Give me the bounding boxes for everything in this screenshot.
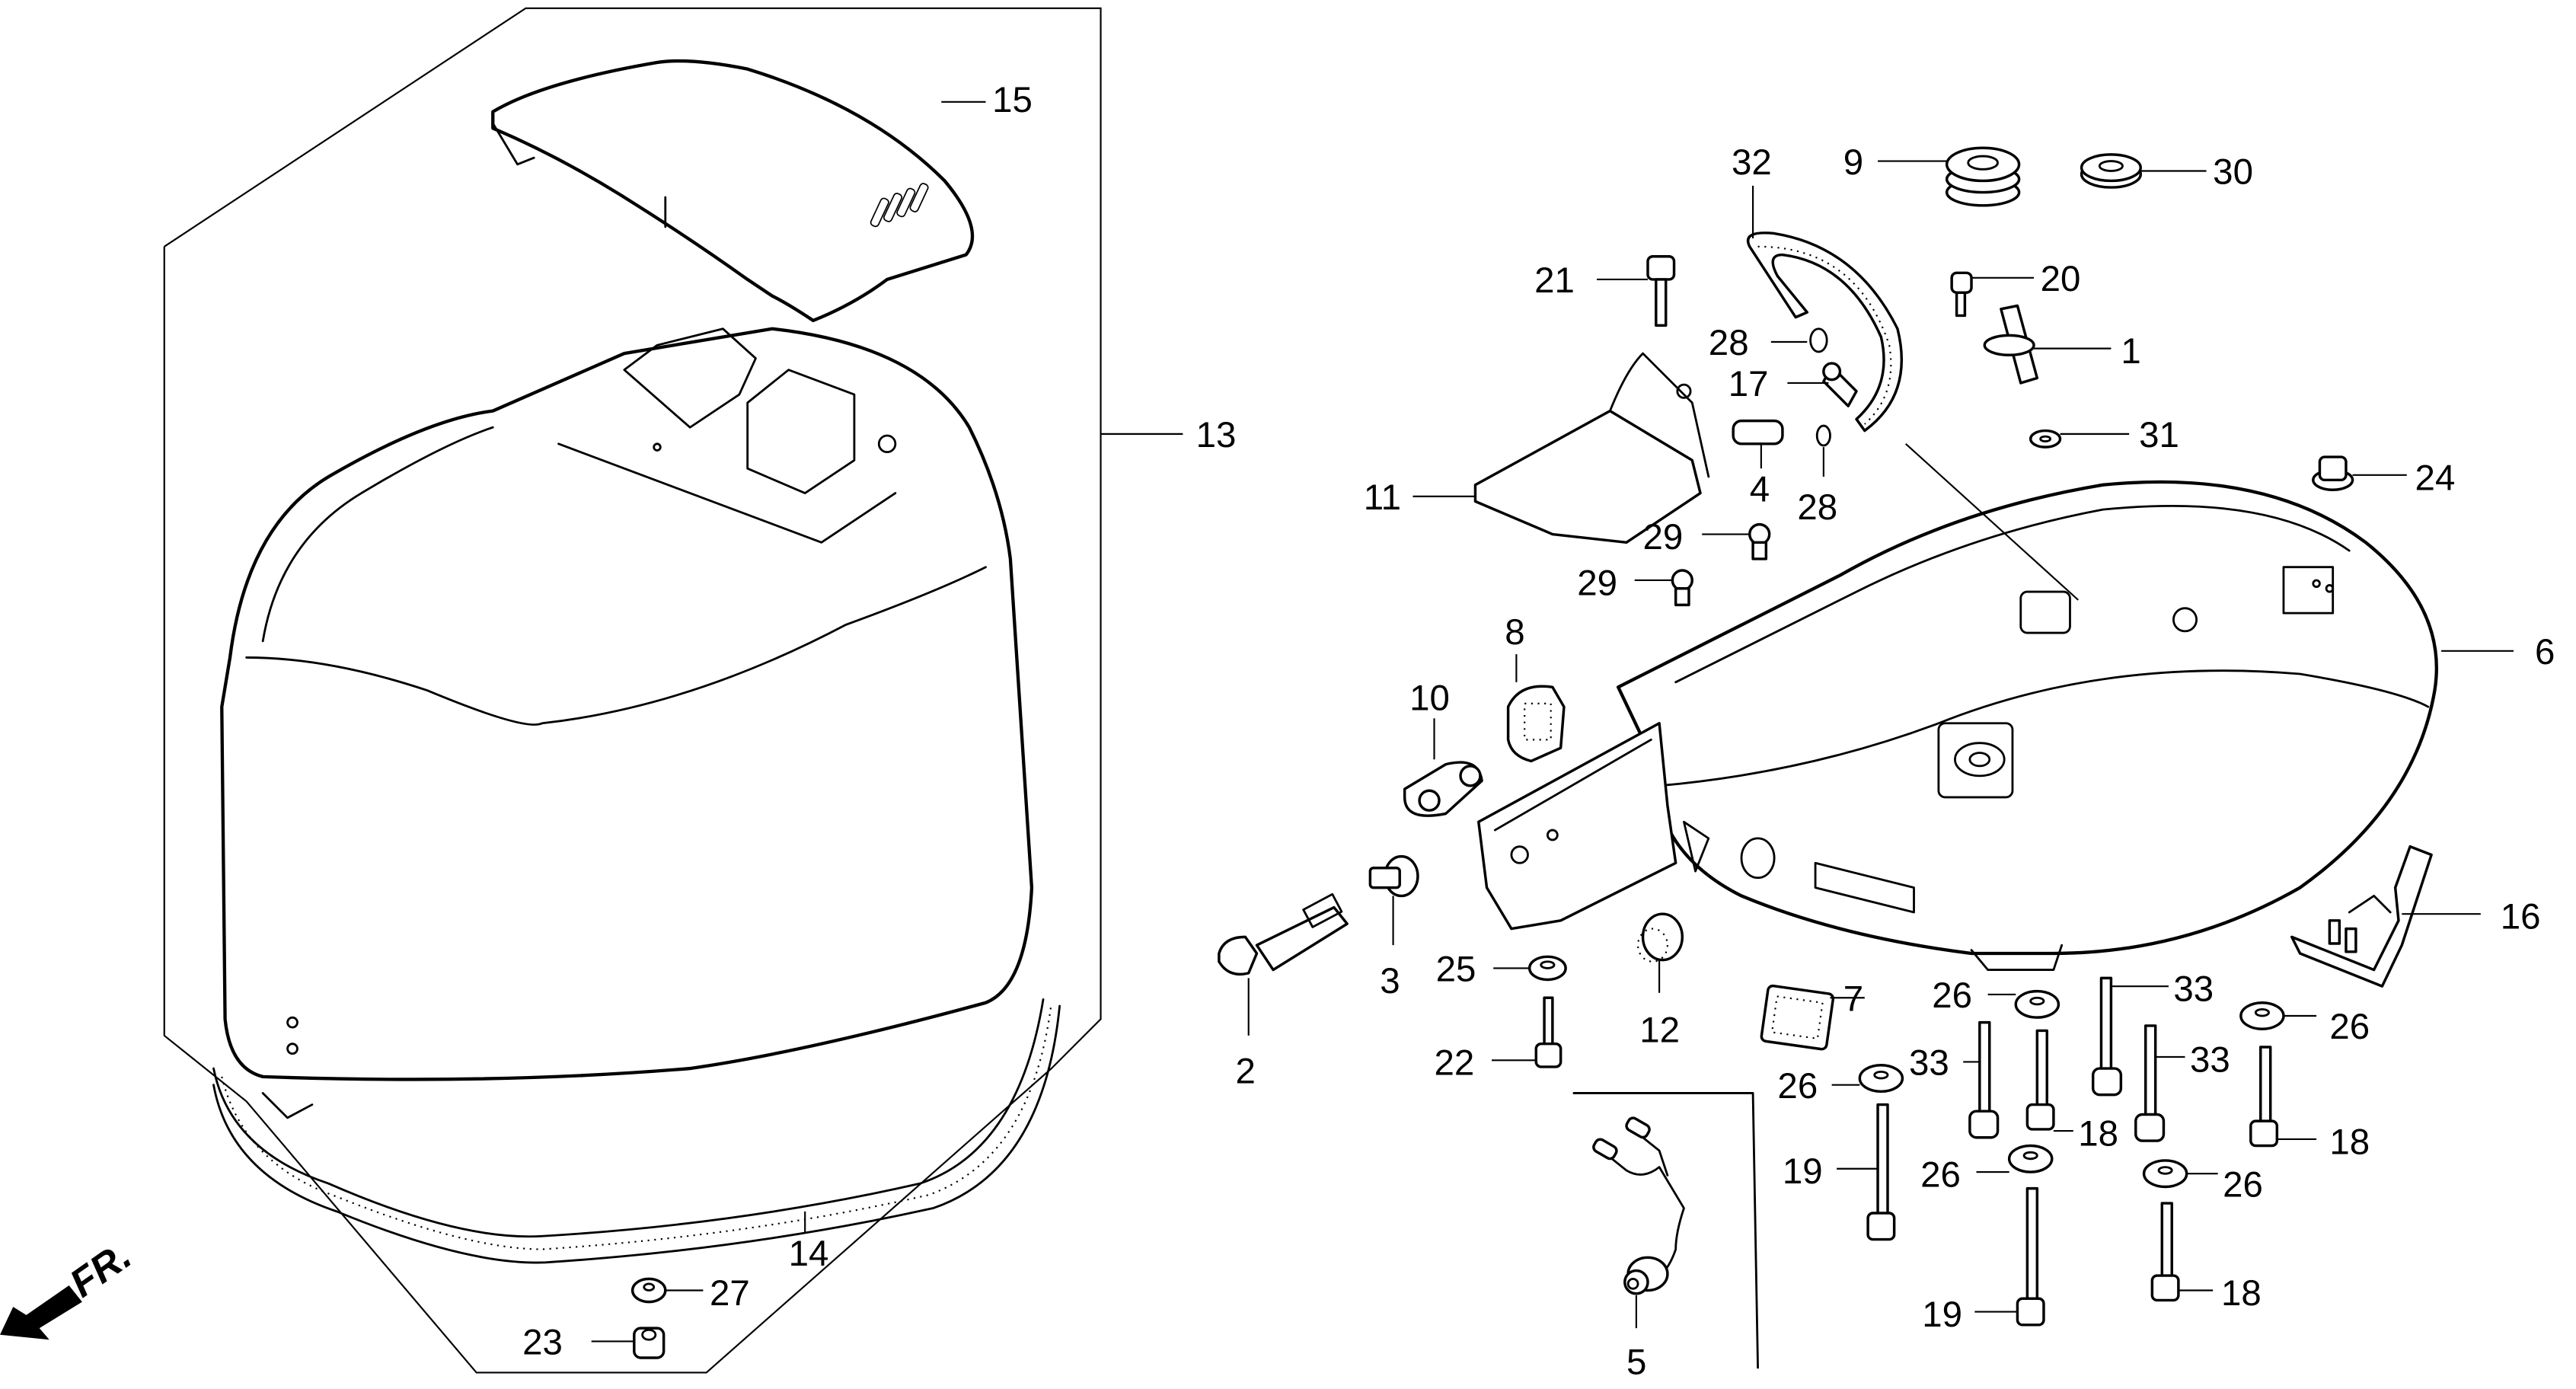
part-5-inset-border [1572, 1092, 1759, 1369]
part-23-nut[interactable]: 23 [522, 1323, 666, 1363]
part-6-front-extension [1477, 722, 1677, 931]
part-22-bolt[interactable]: 22 [1435, 996, 1563, 1084]
callout-4: 4 [1750, 469, 1770, 509]
part-18-bolt-a[interactable]: 18 [2025, 1029, 2118, 1154]
callout-18-b: 18 [2329, 1122, 2370, 1162]
part-7-grommet[interactable]: 7 [1760, 979, 1865, 1051]
callout-32: 32 [1732, 142, 1772, 183]
part-21-bolt[interactable]: 21 [1534, 255, 1676, 327]
part-18-bolt-b[interactable]: 18 [2249, 1046, 2370, 1162]
callout-20: 20 [2041, 259, 2081, 299]
part-9-mount-rubber[interactable]: 9 [1843, 142, 2021, 207]
callout-31: 31 [2139, 415, 2179, 455]
part-26-washer-c[interactable]: 26 [1777, 1064, 1904, 1106]
part-26-washer-d[interactable]: 26 [1920, 1144, 2054, 1196]
callout-23: 23 [522, 1323, 563, 1363]
callout-13: 13 [1196, 415, 1237, 455]
part-33-bolt-b[interactable]: 33 [1909, 1020, 2000, 1139]
part-16-clamp-lever[interactable]: 16 [2290, 845, 2541, 988]
part-8-grommet[interactable]: 8 [1505, 612, 1566, 763]
callout-3: 3 [1380, 961, 1400, 1001]
part-3-plug[interactable]: 3 [1368, 854, 1419, 1001]
callout-28-upper: 28 [1709, 323, 1749, 363]
part-11-bracket[interactable]: 11 [1364, 352, 1710, 544]
callout-14: 14 [789, 1234, 829, 1274]
part-28-clip-lower[interactable]: 28 [1797, 424, 1837, 528]
part-28-clip-upper[interactable]: 28 [1709, 323, 1828, 363]
callout-26-e: 26 [2223, 1164, 2263, 1205]
part-29-screw-upper[interactable]: 29 [1643, 517, 1771, 560]
part-27-washer[interactable]: 27 [630, 1273, 750, 1314]
part-30-collar[interactable]: 30 [2080, 152, 2253, 193]
callout-11: 11 [1364, 477, 1401, 518]
part-4-joint[interactable]: 4 [1732, 419, 1784, 510]
callout-24: 24 [2415, 458, 2456, 498]
part-2-key-cylinder[interactable]: 2 [1218, 892, 1349, 1092]
part-17-nipple[interactable]: 17 [1729, 362, 1858, 407]
callout-9: 9 [1843, 142, 1863, 183]
callout-12: 12 [1639, 1011, 1680, 1051]
callout-33-a: 33 [2173, 969, 2214, 1010]
callout-5: 5 [1626, 1343, 1646, 1383]
callout-29-upper: 29 [1643, 517, 1684, 557]
part-5-switch-assembly[interactable]: 5 [1592, 1116, 1685, 1383]
callout-26-d: 26 [1920, 1154, 1961, 1195]
callout-26-a: 26 [1932, 975, 1972, 1016]
callout-33-b: 33 [1909, 1043, 1949, 1084]
callout-29-lower: 29 [1577, 563, 1617, 603]
callout-1: 1 [2121, 331, 2140, 372]
part-25-washer[interactable]: 25 [1436, 950, 1567, 990]
part-26-washer-e[interactable]: 26 [2142, 1159, 2263, 1205]
part-26-washer-b[interactable]: 26 [2239, 1001, 2370, 1047]
callout-17: 17 [1729, 364, 1769, 404]
part-18-bolt-c[interactable]: 18 [2150, 1202, 2262, 1314]
callout-21: 21 [1534, 260, 1575, 301]
part-19-bolt-b[interactable]: 19 [1922, 1186, 2045, 1335]
callout-7: 7 [1843, 979, 1863, 1020]
callout-33-c: 33 [2190, 1039, 2230, 1080]
part-10-link[interactable]: 10 [1403, 678, 1483, 817]
part-19-bolt-a[interactable]: 19 [1783, 1103, 1896, 1241]
part-1-fitting[interactable]: 1 [1983, 304, 2141, 385]
callout-28-lower: 28 [1797, 487, 1837, 528]
callout-26-c: 26 [1777, 1066, 1818, 1106]
callout-26-b: 26 [2329, 1007, 2370, 1047]
callout-8: 8 [1505, 612, 1524, 653]
part-32-hose[interactable]: 32 [1732, 142, 2079, 601]
callout-6: 6 [2535, 632, 2555, 672]
callout-27: 27 [710, 1273, 750, 1314]
callout-30: 30 [2213, 152, 2253, 193]
front-arrow-icon [0, 1285, 82, 1340]
part-13-engine-cover[interactable]: 13 [220, 327, 1237, 1081]
callout-18-c: 18 [2221, 1273, 2262, 1314]
callout-16: 16 [2501, 897, 2541, 937]
part-24-nut[interactable]: 24 [2312, 455, 2456, 498]
part-14-seal-rubber[interactable]: 14 [212, 998, 1061, 1274]
callout-19-b: 19 [1922, 1295, 1962, 1335]
callout-19-a: 19 [1783, 1151, 1823, 1192]
part-26-washer-a[interactable]: 26 [1932, 975, 2060, 1019]
callout-18-a: 18 [2078, 1114, 2118, 1154]
part-31-washer[interactable]: 31 [2029, 415, 2179, 455]
front-direction-marker: FR. [0, 1233, 139, 1340]
callout-10: 10 [1409, 678, 1450, 718]
part-20-bolt[interactable]: 20 [1950, 259, 2081, 318]
callout-25: 25 [1436, 950, 1476, 990]
callout-15: 15 [992, 80, 1033, 120]
callout-22: 22 [1435, 1043, 1475, 1084]
part-15-top-cover[interactable]: 15 [491, 59, 1033, 323]
part-12-cap[interactable]: 12 [1636, 912, 1684, 1051]
part-29-screw-lower[interactable]: 29 [1577, 563, 1693, 607]
callout-2: 2 [1235, 1051, 1255, 1091]
part-33-bolt-c[interactable]: 33 [2134, 1024, 2230, 1142]
part-33-bolt-a[interactable]: 33 [2091, 969, 2214, 1097]
part-6-lower-case[interactable]: 6 [1617, 480, 2555, 971]
